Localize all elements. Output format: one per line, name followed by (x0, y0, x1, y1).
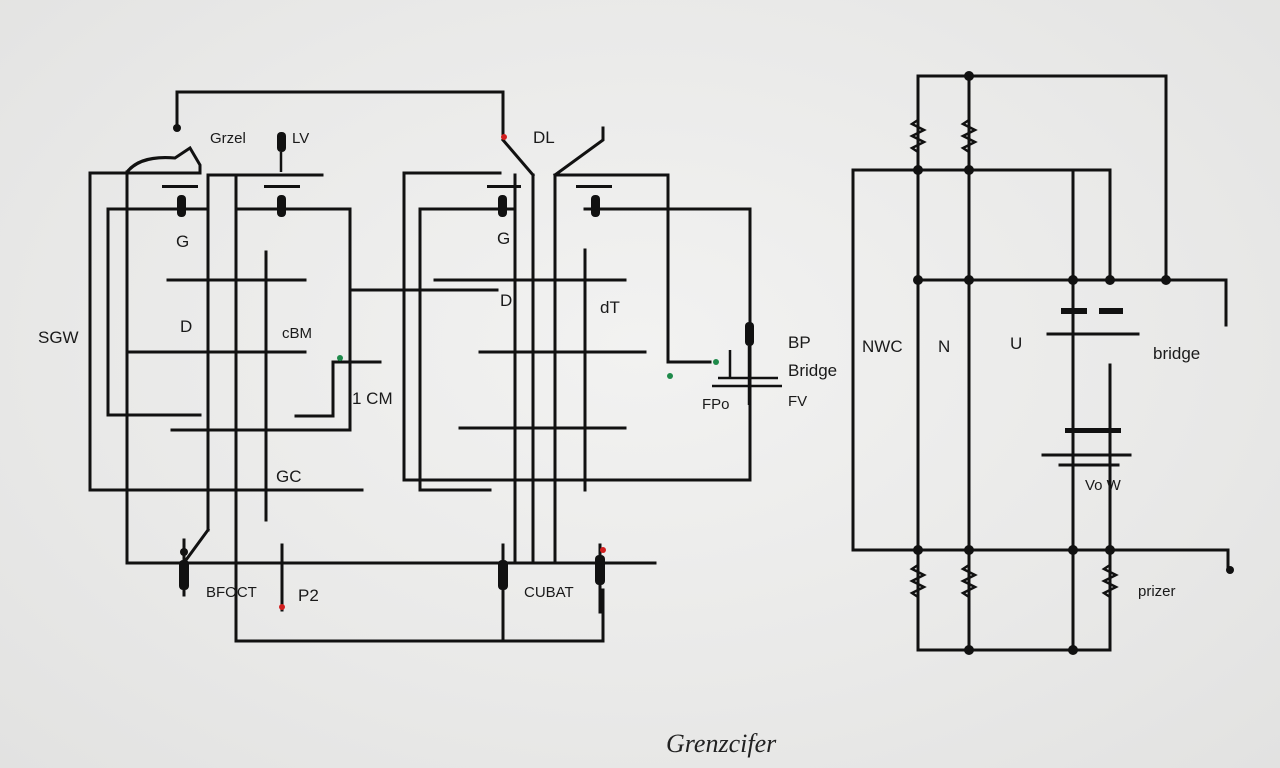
label-left-gc: GC (276, 467, 302, 486)
component-body (1061, 308, 1087, 314)
top-feedback-wire (175, 90, 505, 137)
label-cubat: CUBAT (524, 584, 574, 601)
left-top-hook-wire (124, 145, 202, 175)
node (1161, 275, 1171, 285)
mid-top-v-wire-2 (552, 126, 605, 178)
component-cap (487, 185, 521, 188)
right-frame (851, 168, 1230, 572)
diag-wire (183, 527, 211, 563)
resistor (909, 118, 927, 154)
label-top-mid: DL (533, 128, 555, 147)
mid-top-v-wire (500, 137, 536, 178)
component-body (498, 560, 508, 590)
component-cap-1 (162, 185, 198, 188)
left-upper-box (170, 207, 352, 432)
label-bridge-left: Bridge (788, 361, 837, 380)
component-body (745, 322, 754, 346)
label-u: U (1010, 334, 1022, 353)
node (173, 124, 181, 132)
node (180, 548, 188, 556)
label-p2: P2 (298, 586, 319, 605)
marker-red (279, 604, 285, 610)
label-vcw: Vo W (1085, 477, 1122, 494)
node (1105, 545, 1115, 555)
node (964, 545, 974, 555)
mid-outer-frame (402, 171, 598, 482)
mid-inner-frame (418, 207, 517, 492)
node (1068, 275, 1078, 285)
left-circuit (88, 90, 657, 643)
node (913, 275, 923, 285)
label-bridge-right: bridge (1153, 344, 1200, 363)
step-wire (294, 360, 382, 418)
label-right-dt: dT (600, 298, 620, 317)
component-body (595, 555, 605, 585)
component-body (1065, 428, 1121, 433)
right-circuit (851, 71, 1234, 655)
label-mid-1cm: 1 CM (352, 389, 393, 408)
left-inner-frame-2 (125, 170, 657, 565)
label-sgw: SGW (38, 328, 79, 347)
middle-circuit (402, 126, 752, 643)
component-cap-2 (264, 185, 300, 188)
node (913, 545, 923, 555)
component-body (498, 195, 507, 217)
label-n: N (938, 337, 950, 356)
resistor (1101, 563, 1119, 599)
labels: Grzel LV DL SGW G D cBM 1 CM GC BFOCT P2… (38, 128, 1200, 758)
component-cap (576, 185, 612, 188)
resistor (960, 118, 978, 154)
label-mid-cbm: cBM (282, 325, 312, 342)
marker-red (501, 134, 507, 140)
mid-right-frame (666, 173, 712, 364)
label-right-d: D (500, 291, 512, 310)
node (964, 71, 974, 81)
node (964, 275, 974, 285)
node (1068, 645, 1078, 655)
label-top-left-2: LV (292, 130, 309, 147)
label-right-g: G (497, 229, 510, 248)
label-nwc: NWC (862, 337, 903, 356)
node (913, 165, 923, 175)
component-body (1099, 308, 1123, 314)
component-body (591, 195, 600, 217)
component-body (179, 560, 189, 590)
left-outer-frame (88, 171, 364, 492)
label-left-d: D (180, 317, 192, 336)
resistor (960, 563, 978, 599)
bridge-component (712, 322, 782, 405)
marker-green (713, 359, 719, 365)
diagram-title: Grenzcifer (666, 729, 777, 758)
node (1068, 545, 1078, 555)
label-left-g: G (176, 232, 189, 251)
label-fv: FV (788, 393, 807, 410)
resistor (909, 563, 927, 599)
label-bfoct: BFOCT (206, 584, 257, 601)
label-bp: BP (788, 333, 811, 352)
component-body (277, 132, 286, 152)
component-body (177, 195, 186, 217)
marker-green (337, 355, 343, 361)
label-fpo: FPo (702, 396, 730, 413)
right-top-wire (916, 74, 1168, 282)
marker-red (600, 547, 606, 553)
ground-arrow (1226, 566, 1234, 574)
label-top-left: Grzel (210, 130, 246, 147)
marker-green (667, 373, 673, 379)
node (1105, 275, 1115, 285)
node (964, 645, 974, 655)
label-prizer: prizer (1138, 583, 1176, 600)
left-inner-frame (106, 207, 210, 417)
component-body (277, 195, 286, 217)
node (964, 165, 974, 175)
bottom-return-wire (234, 561, 605, 643)
